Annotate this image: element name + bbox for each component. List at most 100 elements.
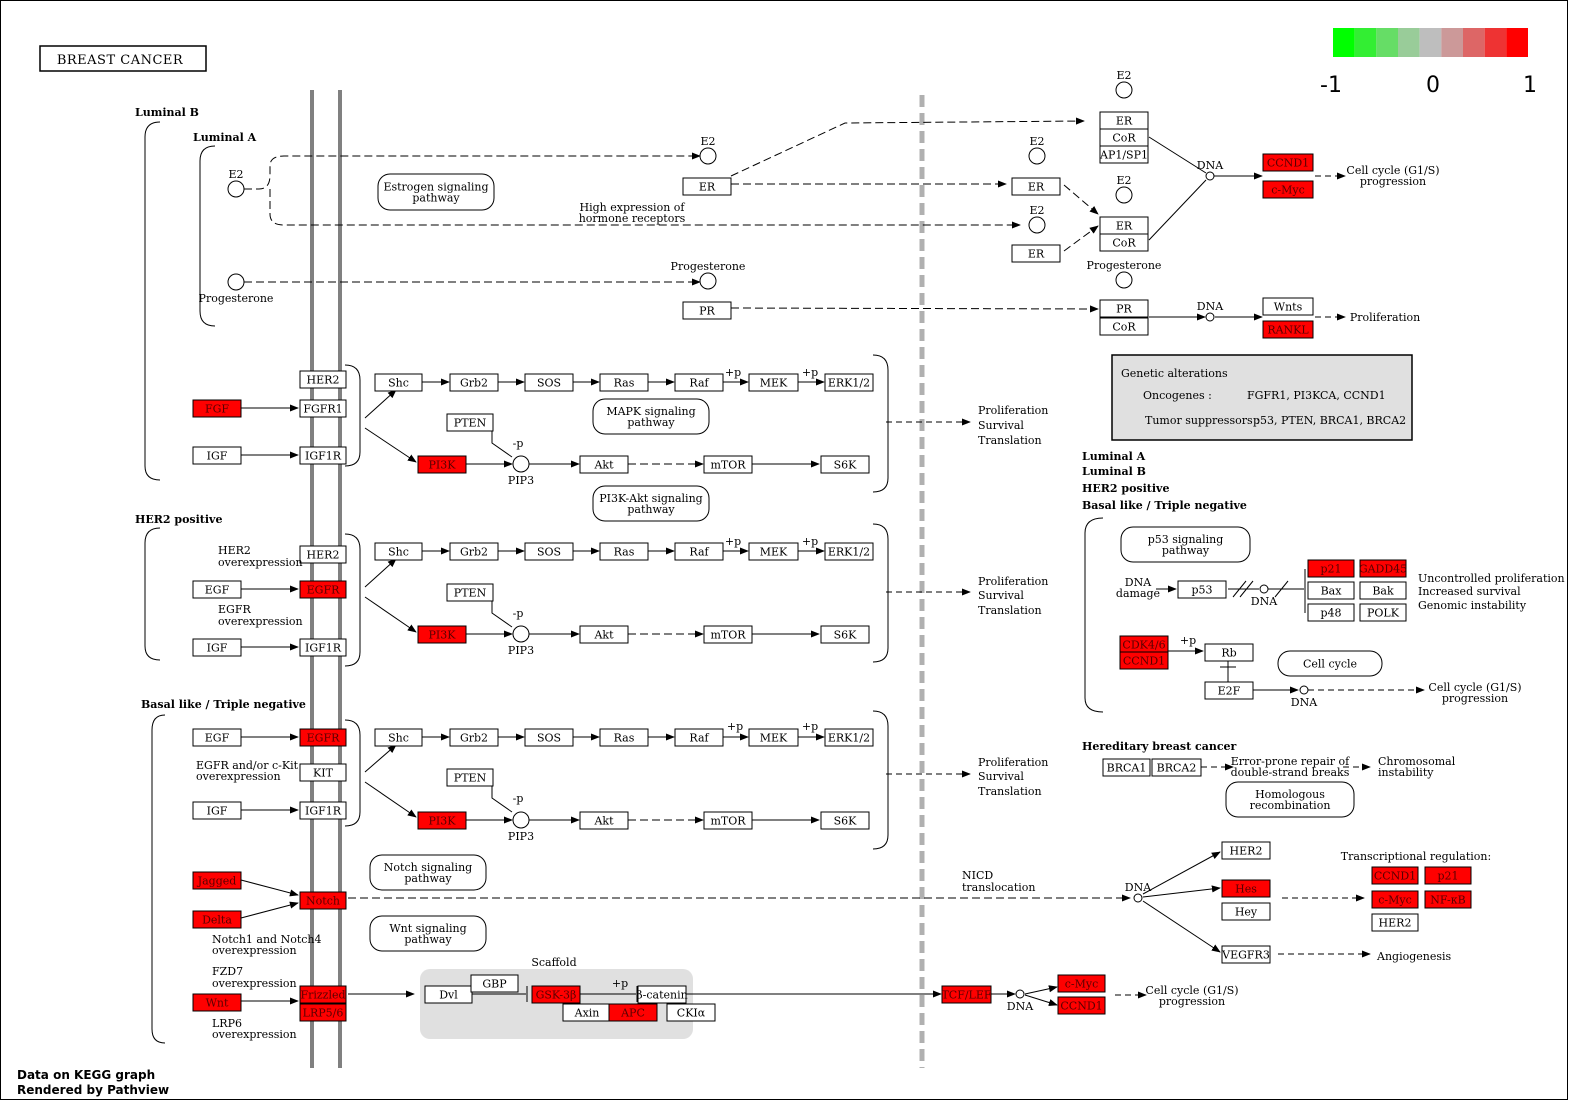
gene-p53[interactable]: p53 [1177,580,1227,599]
gene-hes[interactable]: Hes [1221,879,1271,898]
gene-cmyc_b[interactable]: c-Myc [1057,974,1106,993]
compound-pip3_3[interactable]: PIP3 [508,811,534,843]
gene-her2_2[interactable]: HER2 [299,545,347,564]
gene-bax[interactable]: Bax [1307,581,1355,600]
gene-p21_b[interactable]: p21 [1424,866,1472,885]
gene-ccnd1_b[interactable]: CCND1 [1057,996,1106,1015]
gene-dvl[interactable]: Dvl [424,985,473,1004]
gene-egf_2[interactable]: EGF [192,580,242,599]
gene-delta[interactable]: Delta [192,910,242,929]
gene-mek_1[interactable]: MEK [748,373,799,392]
gene-mek_2[interactable]: MEK [748,542,799,561]
gene-her2_n[interactable]: HER2 [1221,841,1271,860]
gene-raf_3[interactable]: Raf [674,728,724,747]
gene-mtor_3[interactable]: mTOR [703,811,753,830]
compound-e2_er2[interactable]: E2 [1028,135,1046,165]
gene-igf_1[interactable]: IGF [192,446,242,465]
gene-apc[interactable]: APC [608,1003,658,1022]
gene-pr_1[interactable]: PR [682,301,732,320]
gene-jagged[interactable]: Jagged [192,871,242,890]
gene-vegfr3[interactable]: VEGFR3 [1221,945,1271,964]
gene-p48[interactable]: p48 [1307,603,1355,622]
gene-tcflef[interactable]: TCF/LEF [941,985,992,1004]
gene-s6k_3[interactable]: S6K [820,811,870,830]
gene-sos_2[interactable]: SOS [524,542,574,561]
gene-ccnd1_c[interactable]: CCND1 [1119,651,1169,670]
gene-pi3k_3[interactable]: PI3K [417,811,467,830]
gene-brca2[interactable]: BRCA2 [1151,758,1202,777]
gene-frizzled[interactable]: Frizzled [299,985,347,1004]
gene-ras_1[interactable]: Ras [599,373,649,392]
gene-er_2[interactable]: ER [1011,177,1061,196]
gene-mek_3[interactable]: MEK [748,728,799,747]
gene-akt_2[interactable]: Akt [579,625,629,644]
gene-shc_2[interactable]: Shc [374,542,423,561]
gene-ras_2[interactable]: Ras [599,542,649,561]
compound-dna_2[interactable]: DNA [1197,300,1224,322]
gene-ccnd1_d[interactable]: CCND1 [1371,866,1419,885]
gene-rb[interactable]: Rb [1204,643,1254,662]
gene-polk[interactable]: POLK [1359,603,1407,622]
gene-pi3k_2[interactable]: PI3K [417,625,467,644]
gene-er_c1[interactable]: ER [1099,111,1149,130]
gene-lrp56[interactable]: LRP5/6 [299,1003,347,1022]
gene-mtor_1[interactable]: mTOR [703,455,753,474]
gene-grb2_3[interactable]: Grb2 [449,728,499,747]
gene-cor_c1[interactable]: CoR [1099,128,1149,147]
gene-pten_3[interactable]: PTEN [446,768,494,787]
gene-egfr_2[interactable]: EGFR [299,580,347,599]
gene-igf1r_2[interactable]: IGF1R [299,638,347,657]
gene-raf_2[interactable]: Raf [674,542,724,561]
compound-dna_1[interactable]: DNA [1197,159,1224,181]
gene-her2_1[interactable]: HER2 [299,370,347,389]
gene-erk_1[interactable]: ERK1/2 [824,373,874,392]
gene-igf_3[interactable]: IGF [192,801,242,820]
gene-ckia[interactable]: CKIα [666,1003,716,1022]
gene-pten_1[interactable]: PTEN [446,413,494,432]
gene-gadd45[interactable]: GADD45 [1359,559,1407,578]
gene-gsk3b[interactable]: GSK-3β [531,985,581,1004]
gene-pten_2[interactable]: PTEN [446,583,494,602]
gene-axin[interactable]: Axin [562,1003,612,1022]
gene-cmyc_d[interactable]: c-Myc [1371,890,1419,909]
gene-p21_a[interactable]: p21 [1307,559,1355,578]
gene-cmyc_a[interactable]: c-Myc [1262,180,1314,199]
gene-notch[interactable]: Notch [299,891,347,910]
compound-pip3_2[interactable]: PIP3 [508,625,534,657]
gene-igf_2[interactable]: IGF [192,638,242,657]
gene-shc_1[interactable]: Shc [374,373,423,392]
gene-grb2_1[interactable]: Grb2 [449,373,499,392]
gene-sos_3[interactable]: SOS [524,728,574,747]
compound-e2_src[interactable]: E2 [227,168,245,198]
gene-rankl[interactable]: RANKL [1262,320,1314,339]
compound-pip3_1[interactable]: PIP3 [508,455,534,487]
compound-prog_pr1[interactable]: Progesterone [671,260,746,290]
gene-wnts[interactable]: Wnts [1262,297,1314,316]
gene-akt_1[interactable]: Akt [579,455,629,474]
gene-pr_c[interactable]: PR [1099,299,1149,318]
gene-brca1[interactable]: BRCA1 [1102,758,1151,777]
compound-prog_src[interactable]: Progesterone [199,273,274,305]
gene-bak[interactable]: Bak [1359,581,1407,600]
gene-egfr_3[interactable]: EGFR [299,728,347,747]
gene-s6k_1[interactable]: S6K [820,455,870,474]
gene-er_c2[interactable]: ER [1099,216,1149,235]
gene-nfkb[interactable]: NF-κB [1424,890,1472,909]
gene-pi3k_1[interactable]: PI3K [417,455,467,474]
gene-mtor_2[interactable]: mTOR [703,625,753,644]
gene-cor_c3[interactable]: CoR [1099,317,1149,336]
gene-igf1r_3[interactable]: IGF1R [299,801,347,820]
gene-cor_c2[interactable]: CoR [1099,233,1149,252]
gene-egf_3[interactable]: EGF [192,728,242,747]
gene-fgfr1[interactable]: FGFR1 [299,399,347,418]
gene-wnt[interactable]: Wnt [192,993,242,1012]
gene-igf1r_1[interactable]: IGF1R [299,446,347,465]
gene-fgf[interactable]: FGF [192,399,242,418]
